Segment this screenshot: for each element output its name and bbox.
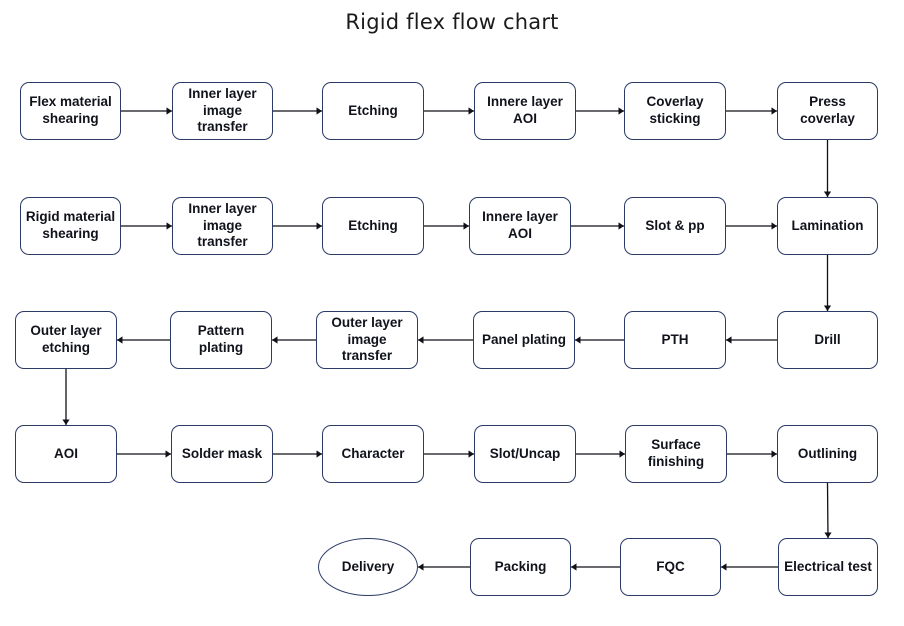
flow-node-rigid-material-shearing[interactable]: Rigid material shearing [20,197,121,255]
flow-edge-arrow [272,336,316,344]
flow-node-slot-pp[interactable]: Slot & pp [624,197,726,255]
flow-edge-arrow [726,107,777,115]
flow-node-inner-layer-image-transfer[interactable]: Inner layer image transfer [172,197,273,255]
flow-node-pth[interactable]: PTH [624,311,726,369]
flow-edge-arrow [418,336,473,344]
flow-node-inner-layer-image-transfer[interactable]: Inner layer image transfer [172,82,273,140]
flow-edge-arrow [424,107,474,115]
flow-edge-arrow [824,482,832,539]
page-title: Rigid flex flow chart [345,10,559,34]
flow-node-coverlay-sticking[interactable]: Coverlay sticking [624,82,726,140]
flow-node-delivery[interactable]: Delivery [318,538,418,596]
flow-node-innere-layer-aoi[interactable]: Innere layer AOI [469,197,571,255]
flow-node-drill[interactable]: Drill [777,311,878,369]
flow-edge-arrow [273,222,322,230]
flow-edge-arrow [576,450,625,458]
flow-edge-arrow [726,222,777,230]
flow-node-panel-plating[interactable]: Panel plating [473,311,575,369]
flow-node-aoi[interactable]: AOI [15,425,117,483]
flow-edge-arrow [575,336,624,344]
flow-edge-arrow [726,336,777,344]
flow-edge-arrow [273,450,322,458]
flow-edge-arrow [721,563,778,571]
flow-edge-arrow [121,222,172,230]
flow-edge-arrow [424,450,474,458]
flow-node-press-coverlay[interactable]: Press coverlay [777,82,878,140]
flow-edge-arrow [418,563,470,571]
flow-node-flex-material-shearing[interactable]: Flex material shearing [20,82,121,140]
flow-node-pattern-plating[interactable]: Pattern plating [170,311,272,369]
flow-node-outer-layer-etching[interactable]: Outer layer etching [15,311,117,369]
flow-node-etching[interactable]: Etching [322,197,424,255]
flow-edge-arrow [571,222,624,230]
flow-edge-arrow [62,369,70,425]
flow-node-innere-layer-aoi[interactable]: Innere layer AOI [474,82,576,140]
flow-edge-arrow [121,107,172,115]
flow-edge-arrow [117,450,171,458]
flow-edge-arrow [273,107,322,115]
flow-node-character[interactable]: Character [322,425,424,483]
flow-node-etching[interactable]: Etching [322,82,424,140]
flow-edge-arrow [571,563,620,571]
flow-node-lamination[interactable]: Lamination [777,197,878,255]
flow-node-fqc[interactable]: FQC [620,538,721,596]
flow-edge-arrow [117,336,170,344]
flow-node-solder-mask[interactable]: Solder mask [171,425,273,483]
flow-edge-arrow [823,255,832,311]
flow-node-electrical-test[interactable]: Electrical test [778,538,878,596]
flow-edge-arrow [576,107,624,115]
flow-node-outer-layer-image-transfer[interactable]: Outer layer image transfer [316,311,418,369]
flow-edge-arrow [727,450,777,458]
flow-node-slot-uncap[interactable]: Slot/Uncap [474,425,576,483]
flow-node-packing[interactable]: Packing [470,538,571,596]
flow-node-outlining[interactable]: Outlining [777,425,878,483]
flow-edge-arrow [424,222,469,230]
flow-node-surface-finishing[interactable]: Surface finishing [625,425,727,483]
flow-edge-arrow [823,140,832,197]
